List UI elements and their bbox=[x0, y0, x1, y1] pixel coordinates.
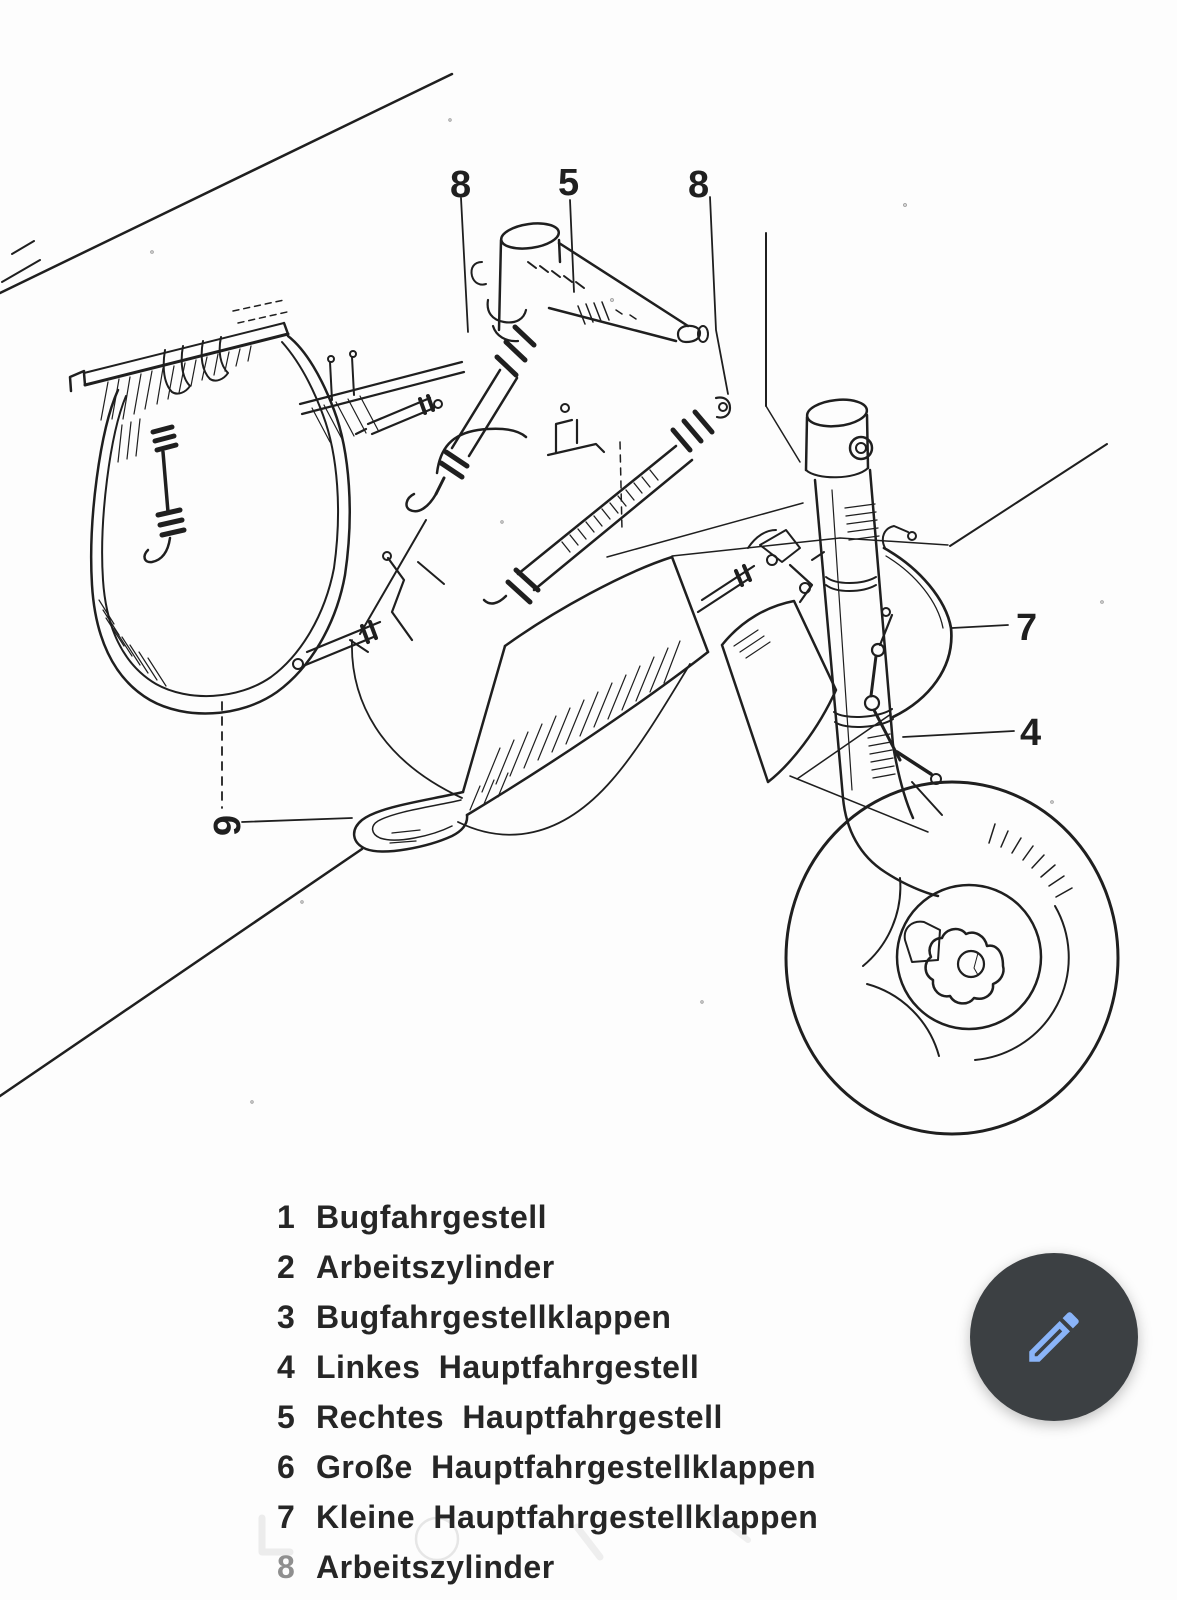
fuselage-lines bbox=[0, 72, 1108, 1098]
edit-button[interactable] bbox=[970, 1253, 1138, 1421]
legend-item-6: 6 Große Hauptfahrgestellklappen bbox=[277, 1442, 818, 1492]
legend-number: 8 bbox=[277, 1548, 296, 1585]
door-linkage-left bbox=[292, 551, 445, 670]
callout-5: 5 bbox=[558, 162, 579, 204]
legend-number: 1 bbox=[277, 1198, 296, 1235]
legend-item-4: 4 Linkes Hauptfahrgestell bbox=[277, 1342, 818, 1392]
actuating-cylinder-left bbox=[359, 324, 537, 635]
legend-label: Große Hauptfahrgestellklappen bbox=[316, 1448, 817, 1485]
callout-8-right: 8 bbox=[688, 164, 709, 206]
legend-number: 2 bbox=[277, 1248, 296, 1285]
legend: 1 Bugfahrgestell 2 Arbeitszylinder 3 Bug… bbox=[277, 1192, 818, 1592]
main-wheel bbox=[784, 780, 1120, 1136]
legend-item-1: 1 Bugfahrgestell bbox=[277, 1192, 818, 1242]
legend-item-7: 7 Kleine Hauptfahrgestellklappen bbox=[277, 1492, 818, 1542]
legend-number: 7 bbox=[277, 1498, 296, 1535]
legend-item-3: 3 Bugfahrgestellklappen bbox=[277, 1292, 818, 1342]
paper-noise bbox=[150, 118, 1104, 1104]
callout-8-left: 8 bbox=[450, 164, 471, 206]
actuating-cylinder-right bbox=[482, 396, 732, 605]
legend-label: Bugfahrgestellklappen bbox=[316, 1298, 672, 1335]
legend-item-5: 5 Rechtes Hauptfahrgestell bbox=[277, 1392, 818, 1442]
callout-leaders bbox=[221, 196, 1015, 823]
legend-item-8: 8 Arbeitszylinder bbox=[277, 1542, 818, 1592]
left-main-gear-leg bbox=[789, 398, 943, 898]
legend-item-2: 2 Arbeitszylinder bbox=[277, 1242, 818, 1292]
door-shock-strut bbox=[143, 424, 187, 564]
legend-number: 4 bbox=[277, 1348, 296, 1385]
callout-numbers: 8 5 8 7 4 6 bbox=[205, 162, 1041, 836]
pencil-icon bbox=[1029, 1312, 1079, 1362]
right-main-gear bbox=[470, 222, 709, 344]
callout-4: 4 bbox=[1020, 712, 1041, 754]
large-main-gear-door bbox=[351, 555, 710, 853]
left-main-gear-door bbox=[89, 334, 351, 715]
legend-number: 6 bbox=[277, 1448, 296, 1485]
legend-label: Bugfahrgestell bbox=[316, 1198, 548, 1235]
legend-number: 3 bbox=[277, 1298, 296, 1335]
callout-7: 7 bbox=[1016, 607, 1037, 649]
legend-number: 5 bbox=[277, 1398, 296, 1435]
legend-label: Rechtes Hauptfahrgestell bbox=[316, 1398, 723, 1435]
legend-label: Arbeitszylinder bbox=[316, 1548, 555, 1585]
center-hinge-assembly bbox=[298, 350, 466, 443]
door-linkage-right bbox=[696, 529, 825, 614]
small-main-gear-doors bbox=[720, 525, 953, 784]
legend-label: Linkes Hauptfahrgestell bbox=[316, 1348, 700, 1385]
legend-label: Arbeitszylinder bbox=[316, 1248, 555, 1285]
door-hinge-rail bbox=[68, 299, 290, 421]
legend-label: Kleine Hauptfahrgestellklappen bbox=[316, 1498, 819, 1535]
scan-watermark bbox=[258, 1510, 751, 1562]
callout-6: 6 bbox=[205, 815, 247, 836]
pivot-brackets bbox=[435, 403, 623, 531]
